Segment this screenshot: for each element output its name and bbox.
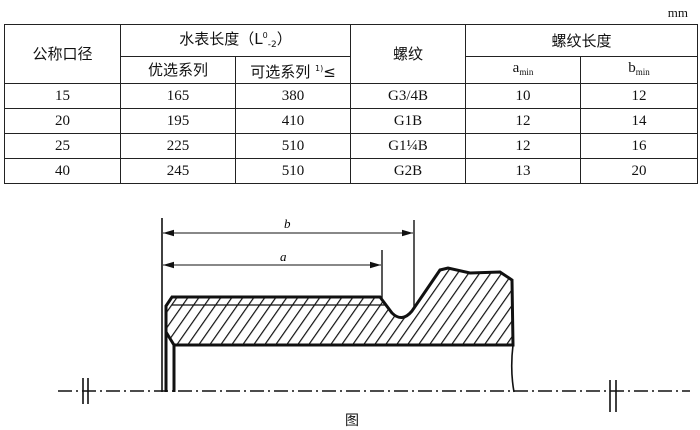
header-nominal-diameter: 公称口径 (4, 24, 121, 84)
table-row: 25 225 510 G1¼B 12 16 (4, 133, 699, 159)
header-optional-series: 可选系列 1)≤ (234, 56, 352, 84)
cell-diameter: 40 (4, 158, 121, 184)
cell-optional: 410 (234, 108, 352, 134)
table-row: 15 165 380 G3/4B 10 12 (4, 83, 699, 109)
cell-preferred: 245 (120, 158, 236, 184)
less-equal-symbol: ≤ (323, 62, 336, 81)
meter-length-label: 水表长度（L (179, 30, 263, 48)
table-row: 40 245 510 G2B 13 20 (4, 158, 699, 184)
cell-b-min: 20 (580, 158, 699, 184)
cell-thread: G2B (350, 158, 467, 184)
cell-b-min: 14 (580, 108, 699, 134)
header-a-min: amin (465, 56, 582, 84)
a-min-sub: min (519, 67, 534, 77)
cell-optional: 380 (234, 83, 352, 109)
cell-thread: G1¼B (350, 133, 467, 159)
cell-preferred: 165 (120, 83, 236, 109)
cell-diameter: 25 (4, 133, 121, 159)
thread-section-diagram: b a (58, 216, 690, 412)
b-symbol: b (628, 60, 636, 76)
unit-label: mm (667, 5, 688, 20)
dim-label-a: a (280, 249, 287, 264)
cell-thread: G3/4B (350, 83, 467, 109)
cell-a-min: 10 (465, 83, 582, 109)
cell-optional: 510 (234, 158, 352, 184)
tolerance-upper: 0 (262, 31, 268, 40)
header-thread-length: 螺纹长度 (465, 24, 699, 57)
b-min-sub: min (635, 67, 650, 77)
cell-b-min: 16 (580, 133, 699, 159)
meter-length-close: ） (276, 30, 292, 48)
cell-b-min: 12 (580, 83, 699, 109)
thread-spec-table: 公称口径 水表长度（L0-2） 螺纹 螺纹长度 优选系列 可选系列 1)≤ am… (4, 24, 699, 184)
cell-a-min: 13 (465, 158, 582, 184)
cell-diameter: 15 (4, 83, 121, 109)
tolerance-lower: -2 (267, 40, 277, 50)
figure-caption: 图 (345, 414, 359, 429)
cell-preferred: 225 (120, 133, 236, 159)
break-line (510, 344, 515, 393)
cell-preferred: 195 (120, 108, 236, 134)
hatched-section (164, 266, 515, 347)
optional-series-label: 可选系列 (250, 62, 311, 81)
header-meter-length: 水表长度（L0-2） (119, 24, 352, 57)
cell-thread: G1B (350, 108, 467, 134)
a-symbol: a (512, 60, 520, 76)
table-row: 20 195 410 G1B 12 14 (4, 108, 699, 134)
footnote-marker: 1) (315, 63, 324, 73)
header-preferred-series: 优选系列 (120, 56, 236, 84)
dim-label-b: b (284, 216, 291, 231)
cell-a-min: 12 (465, 108, 582, 134)
header-b-min: bmin (580, 56, 699, 84)
cell-diameter: 20 (4, 108, 121, 134)
cell-a-min: 12 (465, 133, 582, 159)
cell-optional: 510 (234, 133, 352, 159)
header-thread: 螺纹 (350, 24, 467, 84)
